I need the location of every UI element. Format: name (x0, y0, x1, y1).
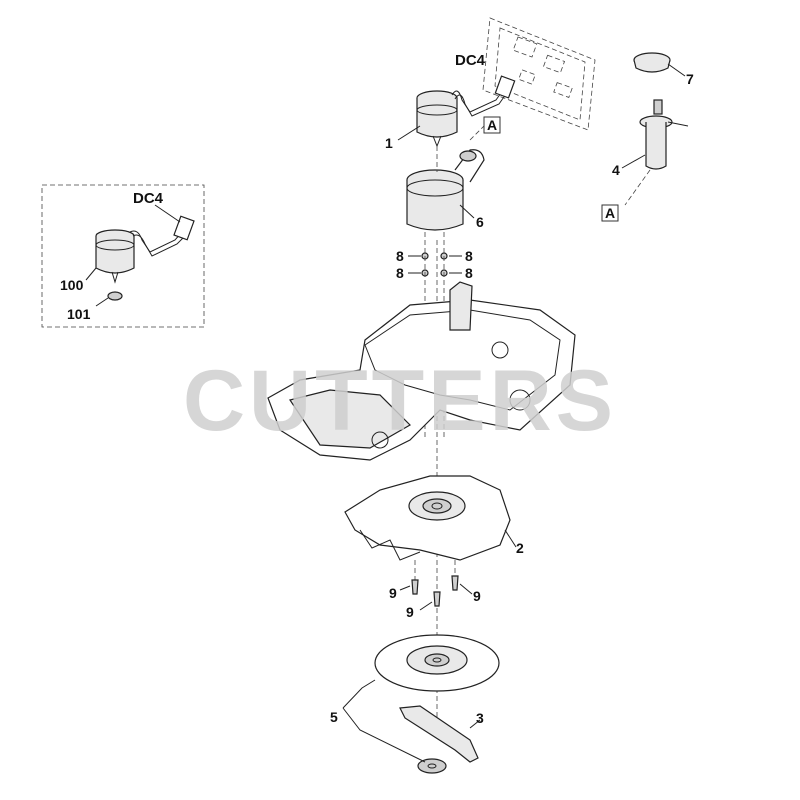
blade-3 (399, 705, 479, 763)
watermark: CUTTERS (183, 353, 617, 449)
screws-8 (421, 252, 448, 277)
knob-7 (633, 52, 671, 73)
callout-dc4-main: DC4 (455, 52, 486, 69)
inset-motor-100 (95, 215, 195, 284)
callout-8c: 8 (396, 265, 404, 281)
callout-9b: 9 (473, 588, 481, 604)
callout-6: 6 (476, 214, 484, 230)
callout-4: 4 (612, 162, 620, 178)
callout-dc4-inset: DC4 (133, 190, 164, 207)
ref-a-top-label: A (487, 117, 497, 133)
callout-8a: 8 (396, 248, 404, 264)
control-board (482, 17, 596, 131)
blade-disc-5 (374, 634, 500, 692)
inset-panel (41, 184, 205, 328)
leader-lines (342, 63, 686, 763)
ref-a-right-label: A (605, 205, 615, 221)
screws-9 (411, 575, 459, 607)
callout-7: 7 (686, 71, 694, 87)
callout-9c: 9 (406, 604, 414, 620)
callout-100: 100 (60, 277, 84, 293)
washer-101 (107, 291, 123, 301)
callout-9a: 9 (389, 585, 397, 601)
callout-8d: 8 (465, 265, 473, 281)
hub-disc (417, 758, 447, 774)
callout-101: 101 (67, 306, 91, 322)
motor-housing-6 (406, 149, 485, 231)
callout-1: 1 (385, 135, 393, 151)
shaft-4 (639, 99, 689, 170)
motor-1 (416, 75, 516, 148)
blade-guard-2 (344, 475, 511, 561)
chassis-frame (267, 281, 576, 461)
callout-2: 2 (516, 540, 524, 556)
ref-box-a-right: A (601, 204, 619, 222)
callout-5: 5 (330, 709, 338, 725)
callout-3: 3 (476, 710, 484, 726)
ref-box-a-top: A (483, 116, 501, 134)
callout-8b: 8 (465, 248, 473, 264)
inset-border (41, 184, 205, 328)
